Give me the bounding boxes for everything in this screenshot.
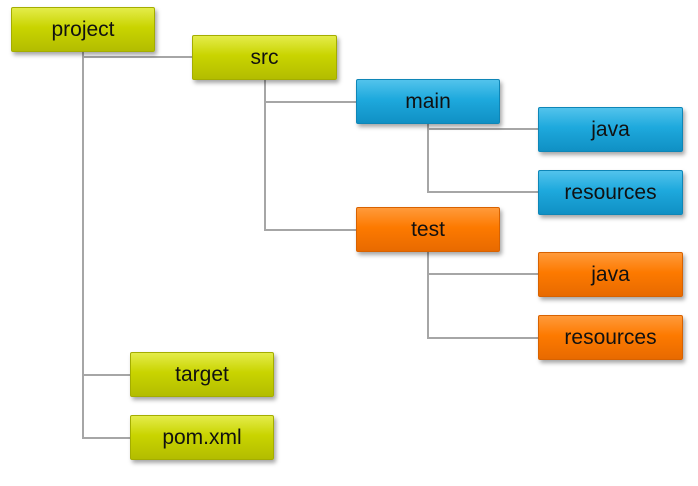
connector-test-trunk [427,252,429,339]
connector-test-resources [427,337,538,339]
node-project: project [11,7,155,52]
node-main-java: java [538,107,683,152]
connector-main-resources [427,191,538,193]
node-test: test [356,207,500,252]
connector-project-target [82,374,130,376]
connector-test-java [427,273,538,275]
connector-project-src [82,56,192,58]
connector-main-trunk [427,124,429,193]
connector-src-main [264,101,356,103]
connector-project-pom [82,437,130,439]
connector-project-trunk [82,52,84,439]
node-test-resources: resources [538,315,683,360]
node-pom-xml: pom.xml [130,415,274,460]
node-target: target [130,352,274,397]
connector-src-trunk [264,80,266,231]
node-main-resources: resources [538,170,683,215]
node-test-java: java [538,252,683,297]
node-src: src [192,35,337,80]
node-main: main [356,79,500,124]
connector-main-java [427,128,538,130]
connector-src-test [264,229,356,231]
